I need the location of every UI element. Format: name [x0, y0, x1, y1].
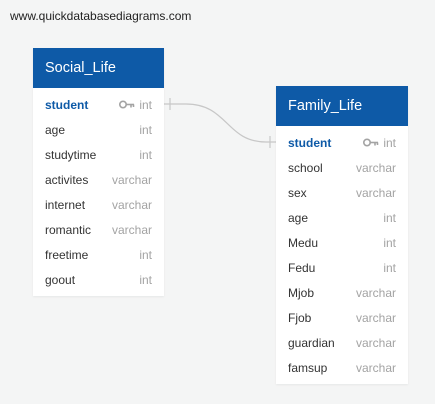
- table-row[interactable]: guardian varchar: [276, 330, 408, 355]
- column-type-label: int: [139, 97, 152, 112]
- table-row[interactable]: romantic varchar: [33, 217, 164, 242]
- column-type: varchar: [355, 185, 396, 200]
- key-icon: [119, 100, 135, 109]
- column-name: sex: [288, 185, 307, 200]
- table-row[interactable]: age int: [276, 205, 408, 230]
- table-row[interactable]: studytime int: [33, 142, 164, 167]
- table-row[interactable]: goout int: [33, 267, 164, 292]
- table-row[interactable]: student int: [276, 130, 408, 155]
- table-family-life[interactable]: Family_Life student int school varchar s…: [276, 86, 408, 384]
- column-type: int: [139, 272, 152, 287]
- table-header[interactable]: Family_Life: [276, 86, 408, 126]
- relationship-line: [164, 103, 276, 143]
- column-type: varchar: [355, 285, 396, 300]
- column-name: Medu: [288, 235, 319, 250]
- column-name: student: [288, 135, 332, 150]
- column-type: int: [383, 210, 396, 225]
- column-type: int: [383, 260, 396, 275]
- column-name: student: [45, 97, 89, 112]
- table-body: student int age int studytime int activi…: [33, 88, 164, 296]
- column-name: age: [45, 122, 66, 137]
- column-type: varchar: [355, 160, 396, 175]
- column-type: int: [139, 147, 152, 162]
- column-type: varchar: [111, 197, 152, 212]
- table-row[interactable]: freetime int: [33, 242, 164, 267]
- column-type: varchar: [355, 360, 396, 375]
- column-name: guardian: [288, 335, 335, 350]
- column-name: activites: [45, 172, 89, 187]
- key-icon: [363, 138, 379, 147]
- table-body: student int school varchar sex varchar a…: [276, 126, 408, 384]
- table-row[interactable]: sex varchar: [276, 180, 408, 205]
- table-social-life[interactable]: Social_Life student int age int studytim…: [33, 48, 164, 296]
- column-type: int: [383, 235, 396, 250]
- column-name: Fedu: [288, 260, 316, 275]
- column-name: goout: [45, 272, 76, 287]
- column-name: studytime: [45, 147, 97, 162]
- column-type: int: [139, 247, 152, 262]
- table-row[interactable]: student int: [33, 92, 164, 117]
- column-type: int: [363, 136, 396, 150]
- column-type: varchar: [111, 172, 152, 187]
- column-type: varchar: [111, 222, 152, 237]
- table-row[interactable]: school varchar: [276, 155, 408, 180]
- table-row[interactable]: Fjob varchar: [276, 305, 408, 330]
- column-name: Mjob: [288, 285, 315, 300]
- column-type: int: [119, 98, 152, 112]
- column-name: romantic: [45, 222, 92, 237]
- column-name: school: [288, 160, 323, 175]
- column-type: int: [139, 122, 152, 137]
- table-row[interactable]: Fedu int: [276, 255, 408, 280]
- table-row[interactable]: Medu int: [276, 230, 408, 255]
- column-name: Fjob: [288, 310, 312, 325]
- table-row[interactable]: Mjob varchar: [276, 280, 408, 305]
- table-header[interactable]: Social_Life: [33, 48, 164, 88]
- column-name: age: [288, 210, 309, 225]
- column-type: varchar: [355, 310, 396, 325]
- column-type-label: int: [383, 135, 396, 150]
- table-row[interactable]: activites varchar: [33, 167, 164, 192]
- table-row[interactable]: age int: [33, 117, 164, 142]
- watermark-text: www.quickdatabasediagrams.com: [10, 9, 192, 23]
- column-type: varchar: [355, 335, 396, 350]
- column-name: famsup: [288, 360, 328, 375]
- table-row[interactable]: famsup varchar: [276, 355, 408, 380]
- column-name: internet: [45, 197, 86, 212]
- table-row[interactable]: internet varchar: [33, 192, 164, 217]
- column-name: freetime: [45, 247, 89, 262]
